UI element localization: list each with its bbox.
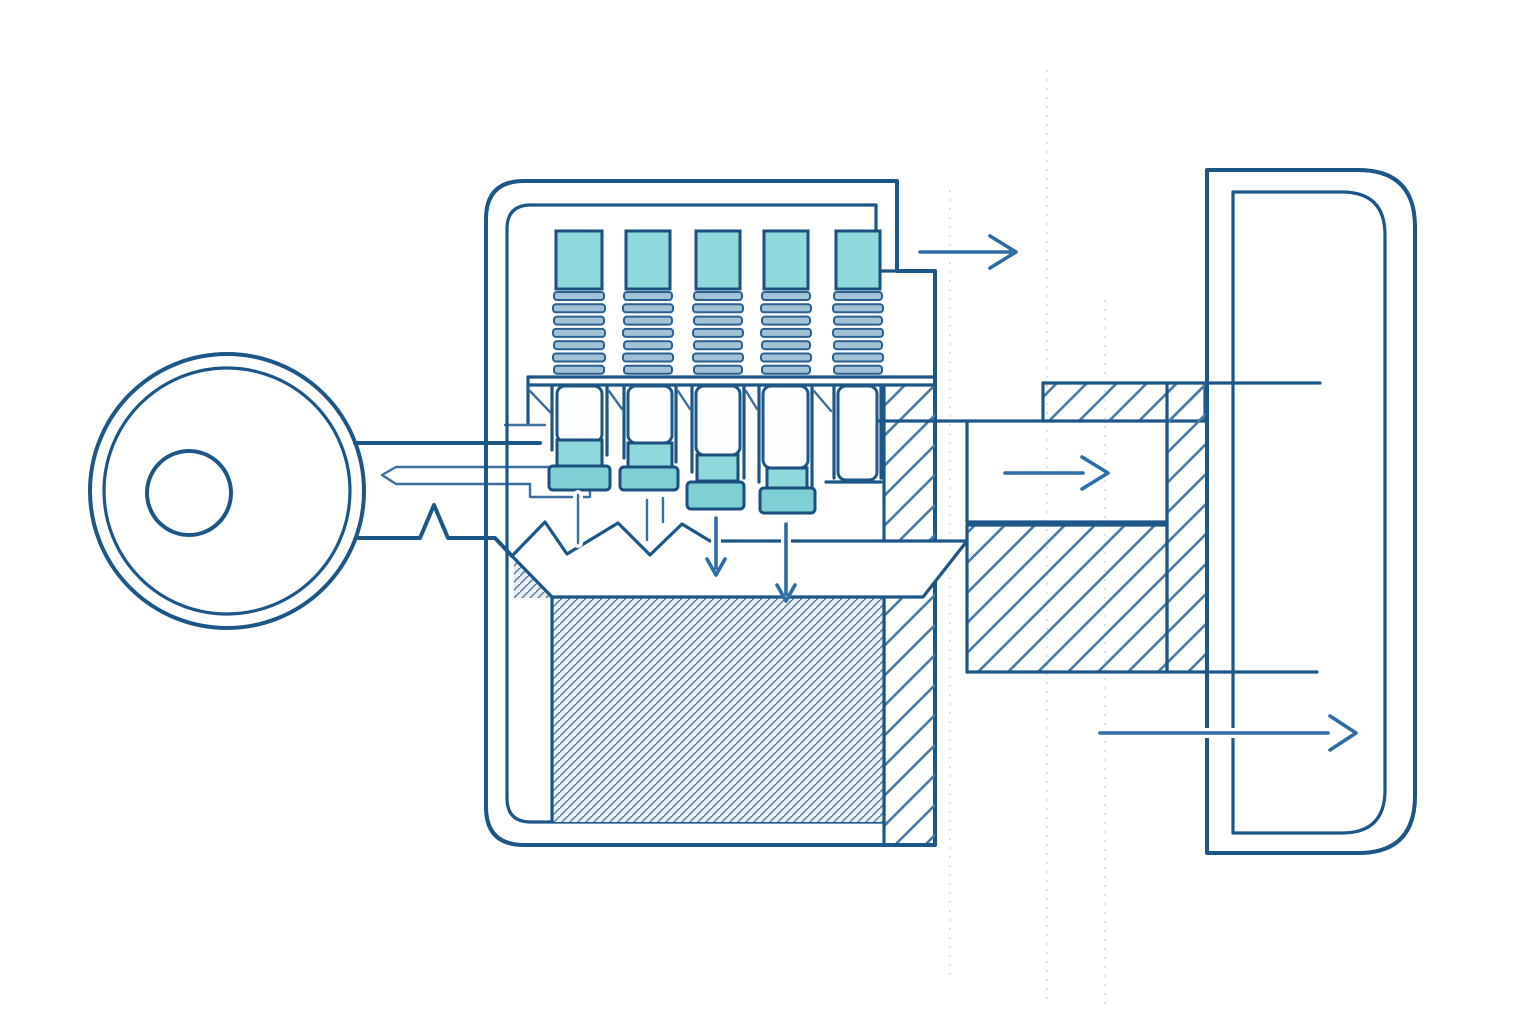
key-pin-body <box>836 384 879 482</box>
key-pin-tip <box>765 466 809 490</box>
spring-coil <box>623 340 673 351</box>
key-bow-inner-ring <box>102 366 352 616</box>
motion-arrows <box>915 234 1358 752</box>
pin-drop-arrow <box>775 522 797 603</box>
pin-drop-arrows <box>705 513 797 603</box>
spring-coil <box>832 352 884 363</box>
springs <box>552 291 884 375</box>
key-blade-band <box>510 520 969 599</box>
spring-coil <box>552 303 606 314</box>
unlock-arrow-bottom <box>1098 714 1358 752</box>
pin-stack-1 <box>547 229 612 492</box>
spring-coil <box>692 303 744 314</box>
rotation-arrow-top <box>918 234 1018 270</box>
spring-coil <box>622 352 674 363</box>
key-pin-cap <box>547 464 612 492</box>
key <box>88 352 592 630</box>
spring-coil <box>552 327 606 338</box>
plug <box>514 559 886 824</box>
key-bow-hole <box>145 449 233 537</box>
spring-coil <box>832 303 884 314</box>
spring-coil <box>693 340 743 351</box>
spring-coil <box>761 340 811 351</box>
spring-coil <box>761 364 811 375</box>
key-pin-body <box>626 384 674 445</box>
spring-coil <box>760 327 812 338</box>
spring-coil <box>761 291 811 301</box>
spring-coil <box>833 364 883 375</box>
spring-coil <box>832 327 884 338</box>
lock-cylinder-housing <box>484 179 937 847</box>
door-inner-panel <box>1231 190 1387 835</box>
key-pin-cap <box>758 486 817 515</box>
spring-coil <box>693 291 743 301</box>
hatch-tick <box>744 389 759 411</box>
key-pin-body <box>555 384 604 444</box>
chamber-wall-hatch-ticks <box>528 389 833 414</box>
key-pin-cap <box>685 480 746 511</box>
driver-pin <box>762 229 810 291</box>
pin-stack-5 <box>824 229 883 484</box>
spring-coil <box>833 340 883 351</box>
spring-coil <box>553 315 605 326</box>
door-frame <box>965 168 1417 855</box>
plug-edges <box>550 595 886 824</box>
plug-hatched-body <box>552 597 884 822</box>
spring-coil <box>693 364 743 375</box>
key-pin-body <box>761 384 810 470</box>
bolt-tail-hatched-block <box>967 525 1167 672</box>
key-groove-slot <box>380 465 592 499</box>
driver-pin <box>694 229 742 291</box>
spring-coil <box>623 364 673 375</box>
spring-coil <box>553 340 605 351</box>
spring-coil <box>623 291 673 301</box>
spring-coil <box>622 327 674 338</box>
pin-stack-3 <box>685 229 746 511</box>
spring-coil <box>692 327 744 338</box>
key-pin-tip <box>695 453 740 483</box>
key-bow-outer-ring <box>88 352 366 630</box>
driver-pin <box>834 229 882 291</box>
key-shaft-bottom-teeth <box>356 503 514 558</box>
hatch-tick <box>676 389 692 411</box>
housing-inner-wall <box>505 203 899 824</box>
spring-coil <box>552 352 606 363</box>
spring-coil <box>833 291 883 301</box>
spring-coil <box>623 315 673 326</box>
pin-stack-2 <box>618 229 680 492</box>
spring-coil <box>692 352 744 363</box>
pin-stacks <box>547 229 884 515</box>
key-pin-body <box>694 384 742 457</box>
door-outer-panel <box>1205 168 1417 855</box>
pin-chamber-walls <box>550 383 883 488</box>
hatch-tick <box>528 389 552 414</box>
key-pin-tip <box>626 441 674 470</box>
housing-right-hatched-wall <box>884 385 935 843</box>
spring-coil <box>760 303 812 314</box>
spring-coil <box>760 352 812 363</box>
housing-outer-wall <box>484 179 937 847</box>
spring-coil <box>833 315 883 326</box>
driver-pin <box>624 229 672 291</box>
key-pin-cap <box>618 465 680 492</box>
spring-coil <box>693 315 743 326</box>
strike-plate-column-hatched <box>1167 385 1207 672</box>
hatch-tick <box>607 389 624 411</box>
bolt-motion-arrow <box>1003 455 1110 491</box>
driver-pin <box>554 229 604 291</box>
spring-coil <box>622 303 674 314</box>
hatch-tick <box>812 389 833 413</box>
pin-drop-arrow <box>705 516 727 577</box>
spring-coil <box>761 315 811 326</box>
spring-coil <box>553 364 605 375</box>
spring-coil <box>553 291 605 301</box>
pin-guides <box>573 490 668 548</box>
key-pin-tip <box>555 438 604 468</box>
pin-stack-4 <box>758 229 817 515</box>
